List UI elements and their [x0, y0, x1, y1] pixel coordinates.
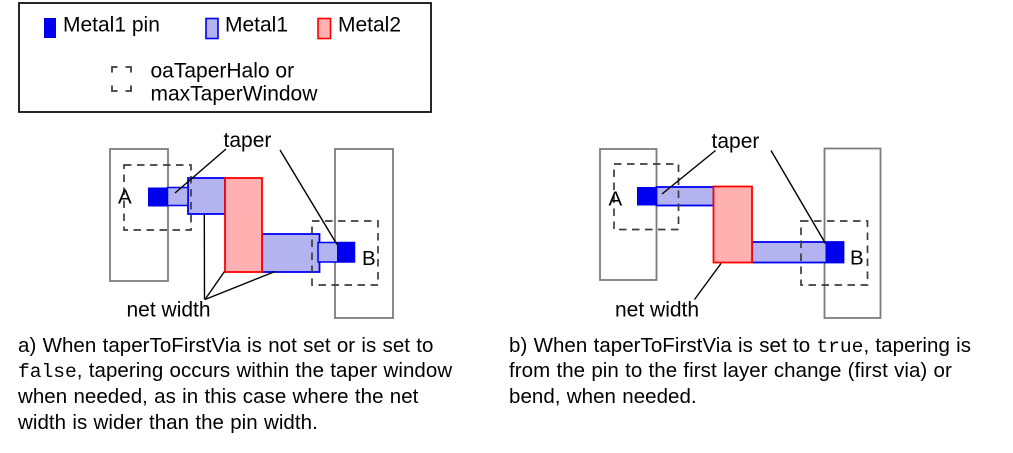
diagram-b-callout-lines — [661, 149, 827, 300]
diagram-a-instance-right — [334, 148, 394, 319]
caption-b: b) When taperToFirstVia is set to true, … — [509, 333, 972, 408]
legend-swatch-metal1 — [205, 17, 219, 40]
diagram-a-taper-line-left — [174, 148, 227, 194]
legend-label-metal2: Metal2 — [338, 14, 401, 37]
diagram-b-taper-window-a — [613, 163, 680, 231]
diagram-a-taper-window-a — [123, 164, 192, 231]
diagram-a-taper-window-b — [311, 220, 379, 286]
diagram-a-metal2-wire — [224, 177, 263, 273]
taper-window-bracket-icon — [111, 66, 132, 92]
diagram-b-net-width-label: net width — [615, 299, 699, 322]
diagram-a: A B taper net width — [109, 129, 394, 322]
diagram-b-taper-label: taper — [712, 130, 760, 153]
diagram-b-pin-b-label: B — [850, 247, 864, 270]
legend-swatch-metal2 — [317, 17, 332, 40]
diagram-b-taper-line-right — [770, 150, 827, 244]
diagram-b-instance-right — [823, 147, 882, 319]
diagram-b-pin-a-label: A — [609, 188, 623, 211]
diagram-a-callout-lines — [174, 148, 338, 301]
legend-label-metal1-pin: Metal1 pin — [63, 14, 160, 37]
diagram-a-taper-label: taper — [224, 129, 272, 152]
diagram-a-net-width-label: net width — [127, 299, 211, 322]
legend-box — [18, 2, 432, 113]
legend-label-taper-window-line1: oaTaperHalo or — [151, 60, 295, 83]
diagram-a-pin-b-label: B — [362, 247, 376, 270]
legend: Metal1 pin Metal1 Metal2 oaTaperHalo or … — [18, 2, 432, 113]
legend-label-taper-window-line2: maxTaperWindow — [151, 83, 319, 106]
diagram-b-metal2-wire — [712, 185, 753, 264]
diagram-a-netwidth-line-2 — [204, 271, 226, 300]
diagram-b: A B taper net width — [599, 130, 882, 322]
diagram-b-netwidth-line — [693, 263, 722, 300]
diagram-b-taper-line-left — [661, 149, 716, 195]
legend-swatch-metal1-pin — [44, 18, 56, 38]
diagram-b-pin-b — [825, 242, 844, 263]
diagram-a-metal1-wire-right — [261, 233, 321, 273]
diagram-b-pin-a — [637, 187, 657, 206]
diagram-a-metal1-wire-left — [187, 177, 226, 215]
diagram-b-taper-window-b — [800, 220, 869, 286]
legend-label-metal1: Metal1 — [225, 14, 288, 37]
diagram-b-metal1-wire-left — [655, 186, 715, 207]
diagram-a-pin-a — [148, 187, 168, 207]
diagram-a-taper-line-right — [279, 149, 338, 245]
diagram-a-pin-b — [337, 242, 355, 262]
caption-a: a) When taperToFirstVia is not set or is… — [18, 333, 453, 434]
diagram-a-instance-left — [109, 148, 169, 282]
diagram-b-instance-left — [599, 148, 658, 281]
diagram-a-netwidth-line-3 — [204, 270, 276, 301]
diagram-a-pin-a-label: A — [118, 186, 132, 209]
